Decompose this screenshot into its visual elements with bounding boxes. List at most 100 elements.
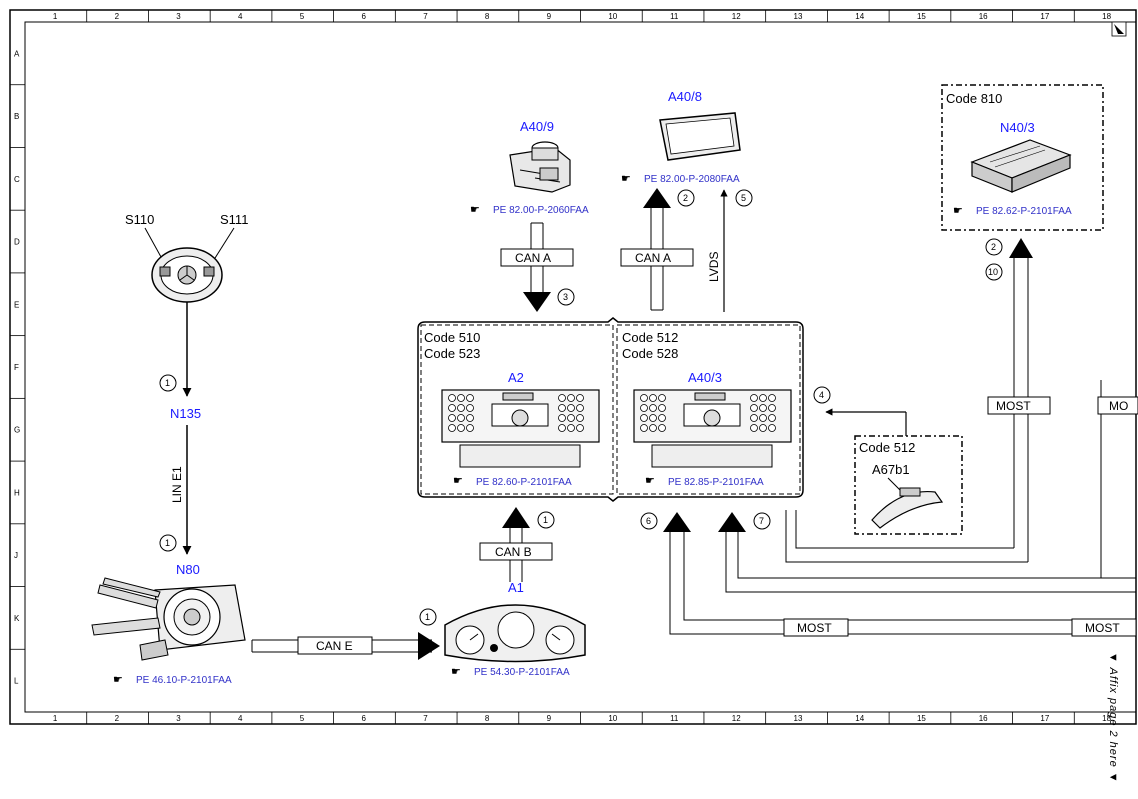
panel-button-icon bbox=[658, 404, 666, 412]
panel-button-icon bbox=[558, 424, 566, 432]
a40-8-label: A40/8 bbox=[668, 89, 702, 104]
column-number: 5 bbox=[300, 12, 305, 21]
row-letter: L bbox=[14, 677, 19, 686]
n80-ref[interactable]: PE 46.10-P-2101FAA bbox=[136, 675, 232, 686]
panel-button-icon bbox=[649, 404, 657, 412]
panel-button-icon bbox=[759, 404, 767, 412]
panel-button-icon bbox=[768, 394, 776, 402]
a2-label: A2 bbox=[508, 370, 524, 385]
a1-ref[interactable]: PE 54.30-P-2101FAA bbox=[474, 667, 570, 678]
row-letter: A bbox=[14, 49, 20, 58]
radio-unit-icon bbox=[441, 389, 600, 468]
panel-button-icon bbox=[750, 414, 758, 422]
a2-component[interactable]: Code 510 Code 523 A2 ☛ PE 82.60-P-2101FA… bbox=[424, 330, 600, 488]
column-number: 6 bbox=[361, 714, 366, 723]
panel-button-icon bbox=[759, 394, 767, 402]
a40-8-component[interactable]: A40/8 ☛ PE 82.00-P-2080FAA bbox=[621, 89, 741, 185]
a40-3-code-528: Code 528 bbox=[622, 346, 678, 361]
column-number: 18 bbox=[1102, 714, 1111, 723]
row-letter: G bbox=[14, 426, 20, 435]
n80-component[interactable]: N80 ☛ PE 46.10-P-2101FAA bbox=[91, 562, 246, 686]
panel-button-icon bbox=[576, 414, 584, 422]
panel-button-icon bbox=[649, 414, 657, 422]
a1-label: A1 bbox=[508, 580, 524, 595]
row-letter: E bbox=[14, 300, 19, 309]
svg-text:1: 1 bbox=[165, 378, 170, 388]
panel-button-icon bbox=[567, 424, 575, 432]
a1-component[interactable]: A1 ☛ PE 54.30-P-2101FAA bbox=[444, 580, 586, 678]
marker-4: 4 bbox=[813, 386, 831, 404]
column-number: 4 bbox=[238, 12, 243, 21]
panel-button-icon bbox=[658, 414, 666, 422]
column-number: 15 bbox=[917, 12, 926, 21]
a40-9-ref[interactable]: PE 82.00-P-2060FAA bbox=[493, 205, 589, 216]
column-number: 3 bbox=[176, 12, 181, 21]
column-number: 18 bbox=[1102, 12, 1111, 21]
panel-button-icon bbox=[658, 394, 666, 402]
column-number: 9 bbox=[547, 12, 552, 21]
a67b1-component[interactable]: Code 512 A67b1 bbox=[854, 435, 963, 535]
column-number: 13 bbox=[794, 12, 803, 21]
panel-button-icon bbox=[567, 414, 575, 422]
panel-button-icon bbox=[640, 394, 648, 402]
panel-button-icon bbox=[768, 424, 776, 432]
marker-6: 6 bbox=[640, 512, 658, 530]
panel-button-icon bbox=[567, 404, 575, 412]
column-number: 16 bbox=[979, 714, 988, 723]
n40-3-ref[interactable]: PE 82.62-P-2101FAA bbox=[976, 206, 1072, 217]
manual-ref-icon: ☛ bbox=[621, 173, 631, 185]
s111-label: S111 bbox=[220, 212, 248, 227]
column-number: 17 bbox=[1040, 12, 1049, 21]
panel-button-icon bbox=[457, 404, 465, 412]
panel-button-icon bbox=[759, 414, 767, 422]
column-number: 5 bbox=[300, 714, 305, 723]
panel-button-icon bbox=[466, 424, 474, 432]
panel-button-icon bbox=[759, 424, 767, 432]
n135-label[interactable]: N135 bbox=[170, 406, 201, 421]
panel-button-icon bbox=[750, 424, 758, 432]
instrument-cluster-icon bbox=[444, 604, 586, 663]
panel-button-icon bbox=[649, 394, 657, 402]
column-number: 14 bbox=[855, 714, 864, 723]
most-label-5: MO bbox=[1109, 399, 1128, 413]
column-number: 2 bbox=[115, 12, 120, 21]
manual-ref-icon: ☛ bbox=[453, 475, 463, 487]
can-b-label: CAN B bbox=[495, 545, 532, 559]
n40-3-component[interactable]: Code 810 N40/3 ☛ PE 82.62-P-2101FAA bbox=[941, 84, 1104, 231]
lvds-label: LVDS bbox=[707, 252, 721, 282]
marker-7: 7 bbox=[753, 512, 771, 530]
svg-text:3: 3 bbox=[563, 292, 568, 302]
microphone-icon bbox=[871, 487, 944, 529]
column-number: 10 bbox=[608, 12, 617, 21]
a40-3-ref[interactable]: PE 82.85-P-2101FAA bbox=[668, 477, 764, 488]
panel-button-icon bbox=[457, 394, 465, 402]
marker-5: 5 bbox=[735, 189, 753, 207]
a2-ref[interactable]: PE 82.60-P-2101FAA bbox=[476, 477, 572, 488]
a40-9-component[interactable]: A40/9 ☛ PE 82.00-P-2060FAA bbox=[470, 119, 589, 216]
column-number: 12 bbox=[732, 714, 741, 723]
row-letter: H bbox=[14, 488, 20, 497]
column-number: 7 bbox=[423, 12, 428, 21]
lin-e1-label: LIN E1 bbox=[170, 466, 184, 503]
svg-text:2: 2 bbox=[683, 193, 688, 203]
most-label-1: MOST bbox=[996, 399, 1031, 413]
manual-ref-icon: ☛ bbox=[113, 674, 123, 686]
panel-button-icon bbox=[576, 404, 584, 412]
n80-label: N80 bbox=[176, 562, 200, 577]
a67b1-label: A67b1 bbox=[872, 462, 910, 477]
svg-text:2: 2 bbox=[991, 242, 996, 252]
column-number: 12 bbox=[732, 12, 741, 21]
column-switch-icon bbox=[91, 577, 246, 661]
marker-2-a408: 2 bbox=[677, 189, 695, 207]
panel-button-icon bbox=[466, 404, 474, 412]
steering-wheel-component[interactable]: S110 S111 bbox=[125, 212, 248, 303]
a40-8-ref[interactable]: PE 82.00-P-2080FAA bbox=[644, 174, 740, 185]
a40-3-component[interactable]: Code 512 Code 528 A40/3 ☛ PE 82.85-P-210… bbox=[622, 330, 792, 488]
svg-text:6: 6 bbox=[646, 516, 651, 526]
panel-button-icon bbox=[448, 424, 456, 432]
svg-text:5: 5 bbox=[741, 193, 746, 203]
svg-text:1: 1 bbox=[425, 612, 430, 622]
panel-button-icon bbox=[640, 424, 648, 432]
